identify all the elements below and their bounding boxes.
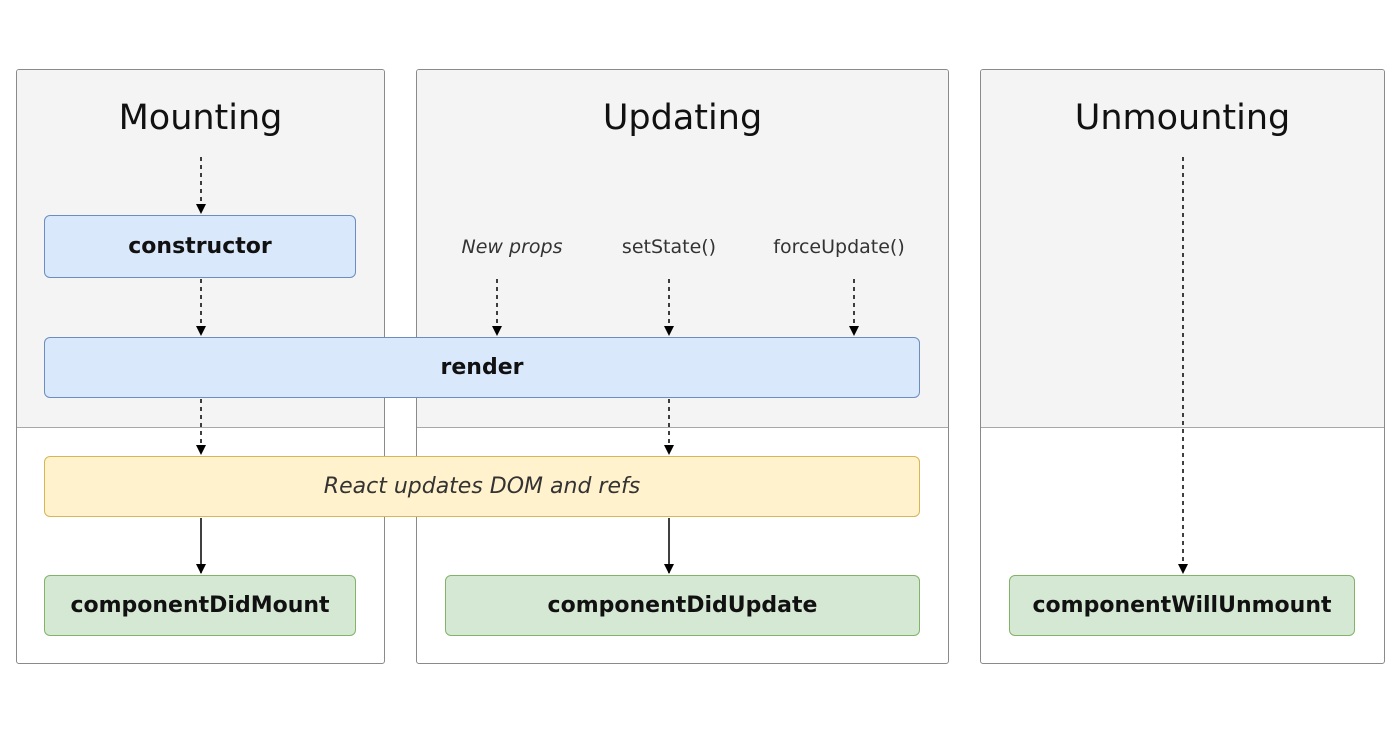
component-did-update-box: componentDidUpdate [445,575,920,636]
trigger-force-update: forceUpdate() [773,236,905,258]
constructor-box: constructor [44,215,356,278]
dom-update-box: React updates DOM and refs [44,456,920,517]
trigger-new-props: New props [461,236,563,258]
phase-title-unmounting: Unmounting [1074,98,1291,138]
phase-title-updating: Updating [602,98,763,138]
phase-title-mounting: Mounting [118,98,283,138]
trigger-set-state: setState() [621,236,717,258]
component-did-mount-box: componentDidMount [44,575,356,636]
component-will-unmount-box: componentWillUnmount [1009,575,1355,636]
render-box: render [44,337,920,398]
